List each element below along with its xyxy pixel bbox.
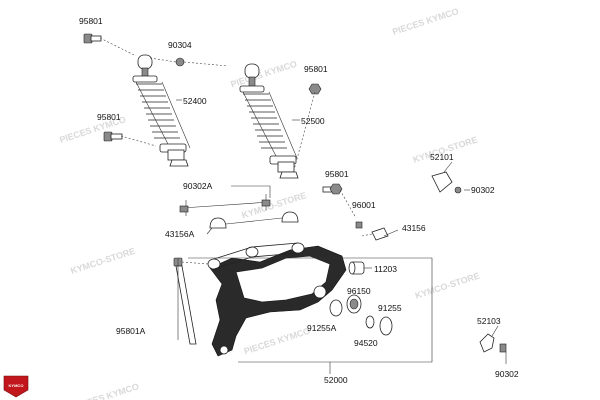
part-label-90304: 90304 [168,40,192,50]
part-label-91255: 91255 [378,303,402,313]
part-label-95801A: 95801A [116,326,146,336]
watermark-text: PIECES KYMCO [229,59,298,90]
bolt-95801-top [83,33,102,44]
part-label-52400: 52400 [183,96,207,106]
bearing-96150 [346,294,362,314]
shock-absorber-52500 [239,63,299,179]
part-label-52500: 52500 [301,116,325,126]
callout-box-52000 [188,257,433,374]
watermark-text: PIECES KYMCO [243,326,312,357]
part-label-52101: 52101 [430,152,454,162]
spring-coils [135,81,191,149]
part-label-43156: 43156 [402,223,426,233]
cover-52101 [431,171,462,194]
bolt-95801A [173,257,209,345]
part-label-52103: 52103 [477,316,501,326]
bracket-90302A [179,194,271,216]
watermark-text: KYMCO-STORE [414,270,481,300]
part-label-95801: 95801 [325,169,349,179]
clip-43156A [209,211,299,229]
spring-coils [242,91,298,159]
logo-text: KYMCO [9,383,24,388]
part-label-11203: 11203 [374,264,397,274]
bushing-11203 [348,261,365,275]
part-label-90302A: 90302A [183,181,213,191]
kymco-logo-icon: KYMCO [3,375,29,398]
watermark-text: KYMCO-STORE [240,190,307,220]
bracket-52103 [479,333,507,353]
part-label-95801: 95801 [304,64,328,74]
bolt-95801-mid [322,183,343,195]
part-label-94520: 94520 [354,338,378,348]
swing-arm-52000 [207,242,347,357]
part-label-91255A: 91255A [307,323,337,333]
watermark-text: PIECES KYMCO [391,6,460,37]
clip-43156 [361,227,389,241]
part-label-90302: 90302 [471,185,495,195]
watermark-text: PIECES KYMCO [71,381,140,400]
part-label-43156A: 43156A [165,229,195,239]
nut-95801-shock2 [308,83,322,95]
washer-90304 [175,57,185,67]
washer-96001 [355,221,363,229]
shock-absorber-52400 [132,54,191,167]
part-label-90302: 90302 [495,369,519,379]
part-label-95801: 95801 [97,112,121,122]
bolt-95801-left [103,131,123,142]
ring-91255 [379,316,393,336]
part-label-96001: 96001 [352,200,376,210]
ring-94520 [365,315,375,329]
part-label-95801: 95801 [79,16,103,26]
ring-91255A [329,299,343,317]
watermark-text: KYMCO-STORE [69,246,136,276]
part-label-96150: 96150 [347,286,371,296]
part-label-52000: 52000 [324,375,348,385]
